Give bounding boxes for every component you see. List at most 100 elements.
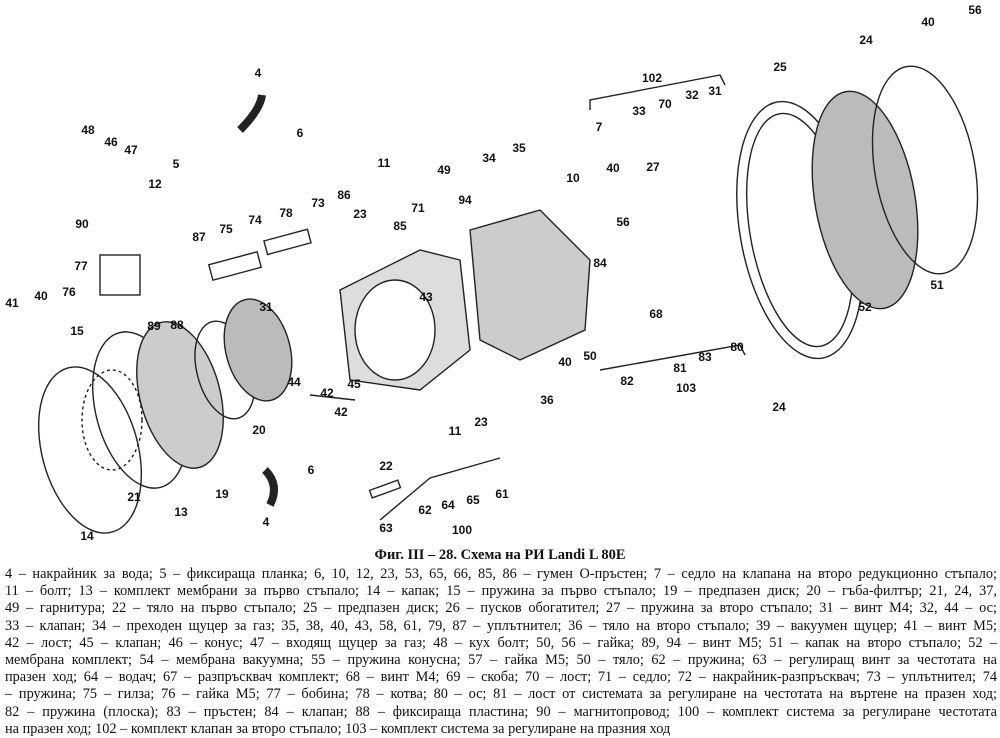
exploded-diagram: 4 6 48 46 47 5 12 11 23 86 49 34 35 71 8… — [5, 3, 981, 543]
legend-line: 33 – клапан; 34 – преходен щуцер за газ;… — [5, 617, 997, 634]
callout-label: 78 — [279, 206, 293, 220]
callout-label: 83 — [698, 350, 712, 364]
bracket-103 — [599, 344, 746, 371]
callout-label: 65 — [466, 493, 480, 507]
water-nozzle-part-lower — [262, 467, 278, 507]
callout-label: 40 — [34, 289, 48, 303]
callout-label: 47 — [124, 143, 138, 157]
callout-label: 12 — [148, 177, 162, 191]
legend-line: 82 – пружина (плоска); 83 – пръстен; 84 … — [5, 703, 997, 720]
spring-part — [81, 369, 143, 471]
callout-label: 84 — [593, 256, 607, 270]
water-nozzle-part — [237, 94, 266, 133]
callout-label: 23 — [474, 415, 488, 429]
callout-label: 49 — [437, 163, 451, 177]
bracket-42 — [309, 394, 356, 401]
callout-label: 46 — [104, 135, 118, 149]
legend-line: празен ход; 64 – водач; 67 – разпръсквач… — [5, 669, 997, 686]
sleeve-part — [207, 250, 263, 282]
callout-label: 94 — [458, 193, 472, 207]
membrane-52-part — [811, 90, 919, 310]
callout-label: 40 — [558, 355, 572, 369]
callout-label: 102 — [641, 71, 663, 85]
callout-label: 42 — [334, 405, 348, 419]
callout-label: 77 — [74, 259, 88, 273]
callout-label: 41 — [5, 296, 19, 310]
bracket-102 — [589, 74, 726, 110]
parts-legend: 4 – накрайник за вода; 5 – фиксираща пла… — [5, 566, 997, 738]
screw-part — [368, 479, 402, 499]
callout-label: 40 — [921, 15, 935, 29]
callout-label: 64 — [441, 498, 455, 512]
callout-label: 86 — [337, 188, 351, 202]
callout-label: 40 — [606, 161, 620, 175]
callout-label: 33 — [632, 104, 646, 118]
callout-label: 7 — [595, 120, 603, 134]
callout-label: 89 — [147, 319, 161, 333]
callout-label: 62 — [418, 503, 432, 517]
callout-label: 35 — [512, 141, 526, 155]
callout-label: 48 — [81, 123, 95, 137]
coil-part — [99, 254, 141, 296]
membrane-part — [136, 321, 224, 469]
legend-line: 4 – накрайник за вода; 5 – фиксираща пла… — [5, 566, 997, 582]
first-stage-body-opening — [354, 279, 436, 381]
callout-label: 5 — [172, 157, 180, 171]
callout-label: 20 — [252, 423, 266, 437]
callout-label: 19 — [215, 487, 229, 501]
callout-label: 87 — [192, 230, 206, 244]
filter-part — [223, 298, 293, 402]
legend-line: 42 – лост; 45 – клапан; 46 – конус; 47 –… — [5, 634, 997, 651]
callout-label: 10 — [566, 171, 580, 185]
callout-label: 25 — [773, 60, 787, 74]
callout-label: 90 — [75, 217, 89, 231]
callout-label: 61 — [495, 487, 509, 501]
callout-label: 80 — [730, 340, 744, 354]
legend-line: на празен ход; 102 – комплект клапан за … — [5, 720, 671, 737]
callout-label: 22 — [379, 459, 393, 473]
callout-label: 56 — [616, 215, 630, 229]
callout-label: 11 — [448, 424, 462, 438]
figure-caption: Фиг. III – 28. Схема на РИ Landi L 80E — [374, 547, 626, 563]
callout-label: 68 — [649, 307, 663, 321]
callout-label: 42 — [320, 386, 334, 400]
callout-label: 13 — [174, 505, 188, 519]
legend-line: 11 – болт; 13 – комплект мембрани за пър… — [5, 583, 997, 600]
callout-label: 76 — [62, 285, 76, 299]
callout-label: 71 — [411, 201, 425, 215]
callout-label: 45 — [347, 377, 361, 391]
callout-label: 15 — [70, 324, 84, 338]
callout-label: 11 — [377, 156, 391, 170]
callout-label: 51 — [930, 278, 944, 292]
callout-label: 70 — [658, 97, 672, 111]
callout-label: 24 — [859, 33, 873, 47]
callout-label: 74 — [248, 213, 262, 227]
callout-label: 21 — [127, 490, 141, 504]
callout-label: 81 — [673, 361, 687, 375]
callout-label: 23 — [353, 207, 367, 221]
callout-label: 100 — [451, 523, 473, 537]
anchor-part — [263, 228, 312, 256]
legend-line: 49 – гарнитура; 22 – тяло на първо стъпа… — [5, 600, 997, 617]
callout-label: 75 — [219, 222, 233, 236]
callout-label: 85 — [393, 219, 407, 233]
legend-line: мембрана комплект; 54 – мембрана вакуумн… — [5, 652, 997, 669]
second-stage-body-part — [469, 209, 591, 361]
callout-label: 31 — [708, 84, 722, 98]
callout-label: 44 — [287, 375, 301, 389]
callout-label: 14 — [80, 529, 94, 543]
callout-label: 6 — [296, 126, 304, 140]
callout-label: 73 — [311, 196, 325, 210]
callout-label: 82 — [620, 374, 634, 388]
callout-label: 50 — [583, 349, 597, 363]
callout-label: 36 — [540, 393, 554, 407]
legend-line: – пружина; 75 – гилза; 76 – гайка М5; 77… — [5, 686, 997, 703]
callout-label: 103 — [675, 381, 697, 395]
callout-label: 34 — [482, 151, 496, 165]
callout-label: 6 — [307, 463, 315, 477]
callout-label: 88 — [170, 318, 184, 332]
callout-label: 31 — [259, 300, 273, 314]
callout-label: 32 — [685, 88, 699, 102]
callout-label: 4 — [262, 515, 270, 529]
callout-label: 24 — [772, 400, 786, 414]
